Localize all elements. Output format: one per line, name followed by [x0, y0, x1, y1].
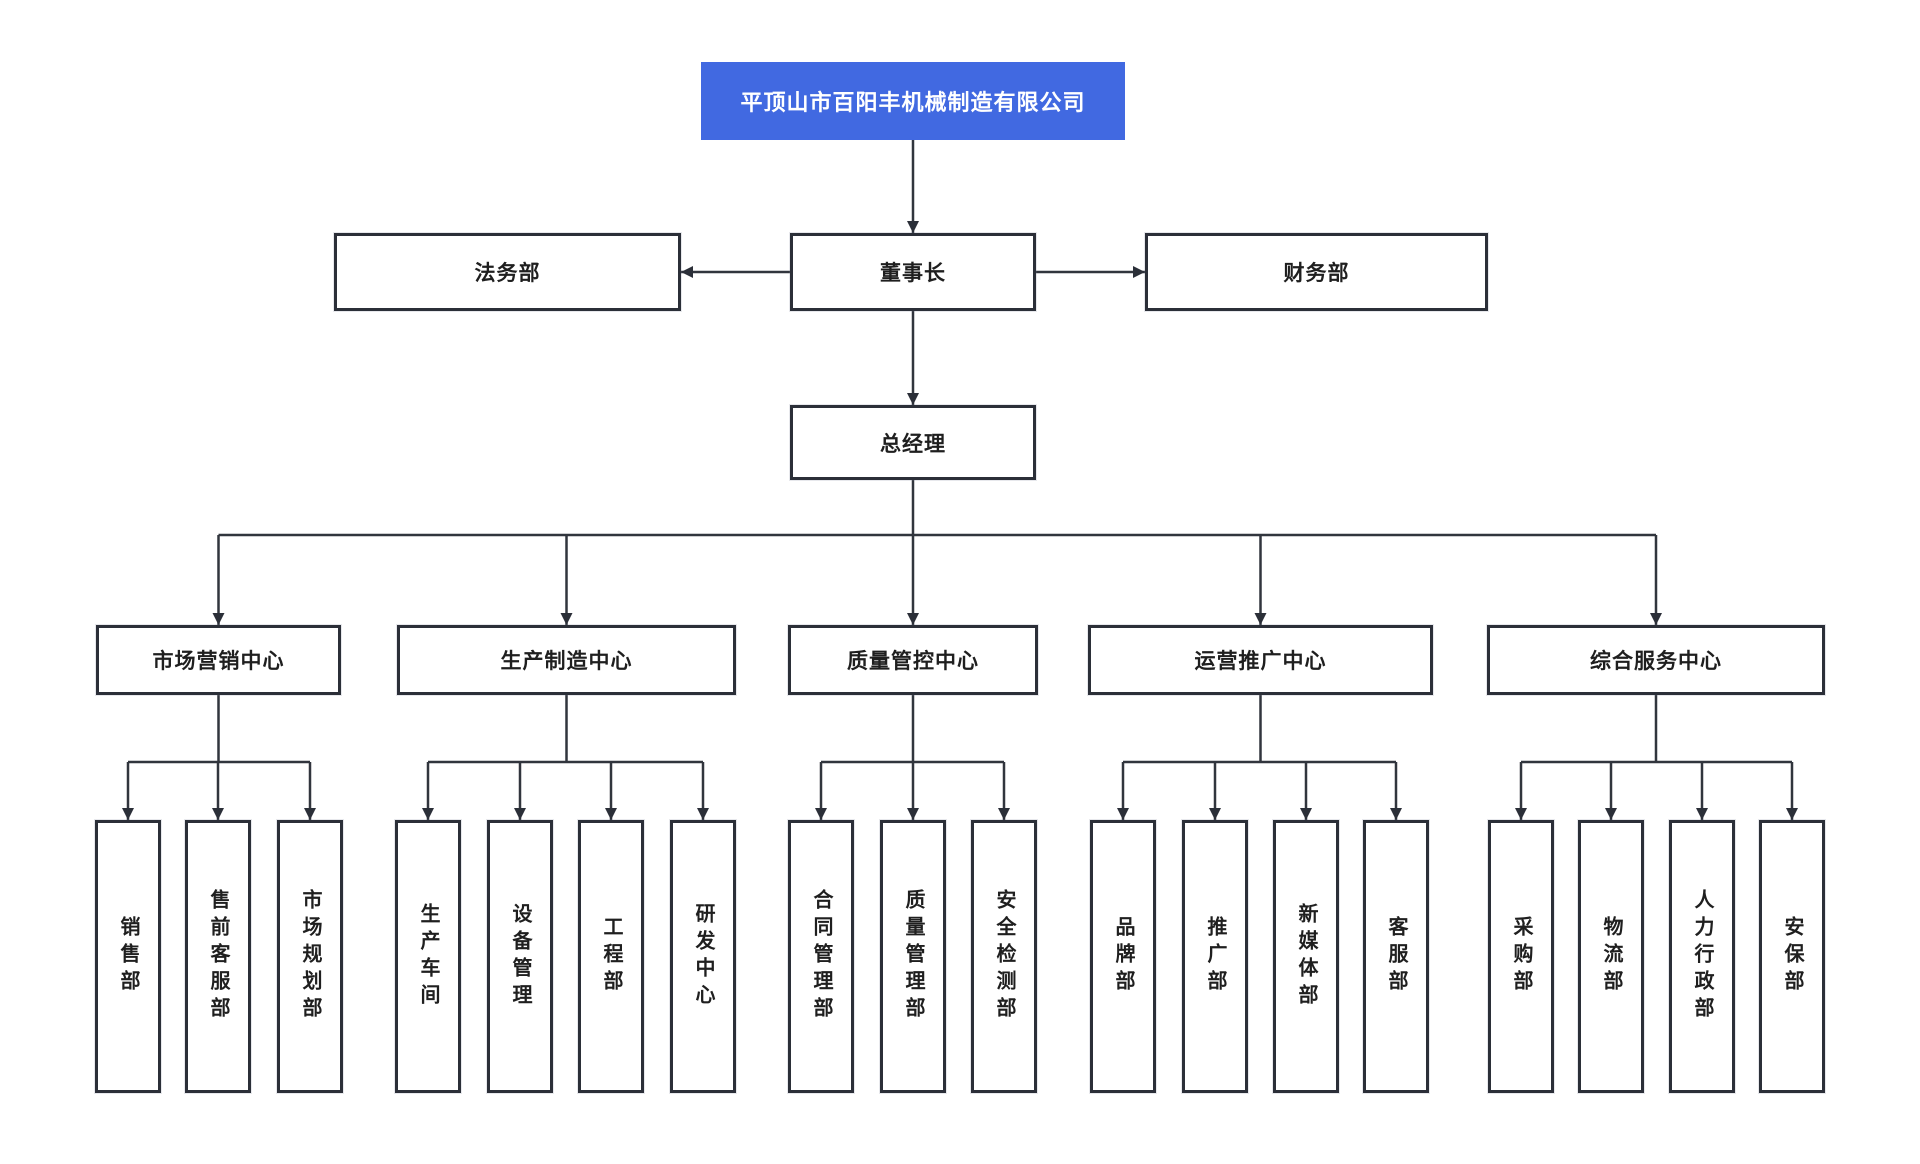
department-node: 采购部 — [1488, 820, 1554, 1093]
department-node: 人力行政部 — [1669, 820, 1735, 1093]
department-node: 推广部 — [1182, 820, 1248, 1093]
general-manager-node: 总经理 — [790, 405, 1036, 480]
department-node: 市场规划部 — [277, 820, 343, 1093]
company-root-node: 平顶山市百阳丰机械制造有限公司 — [701, 62, 1125, 140]
center-node: 生产制造中心 — [397, 625, 736, 695]
department-node: 质量管理部 — [880, 820, 946, 1093]
chairman-node: 董事长 — [790, 233, 1036, 311]
finance-department-node: 财务部 — [1145, 233, 1488, 311]
department-node: 合同管理部 — [788, 820, 854, 1093]
department-node: 品牌部 — [1090, 820, 1156, 1093]
department-node: 工程部 — [578, 820, 644, 1093]
center-node: 运营推广中心 — [1088, 625, 1433, 695]
department-node: 设备管理 — [487, 820, 553, 1093]
department-node: 新媒体部 — [1273, 820, 1339, 1093]
department-node: 物流部 — [1578, 820, 1644, 1093]
center-node: 市场营销中心 — [96, 625, 341, 695]
department-node: 客服部 — [1363, 820, 1429, 1093]
department-node: 安保部 — [1759, 820, 1825, 1093]
legal-department-node: 法务部 — [334, 233, 681, 311]
center-node: 综合服务中心 — [1487, 625, 1825, 695]
department-node: 销售部 — [95, 820, 161, 1093]
department-node: 生产车间 — [395, 820, 461, 1093]
center-node: 质量管控中心 — [788, 625, 1038, 695]
department-node: 研发中心 — [670, 820, 736, 1093]
department-node: 安全检测部 — [971, 820, 1037, 1093]
department-node: 售前客服部 — [185, 820, 251, 1093]
